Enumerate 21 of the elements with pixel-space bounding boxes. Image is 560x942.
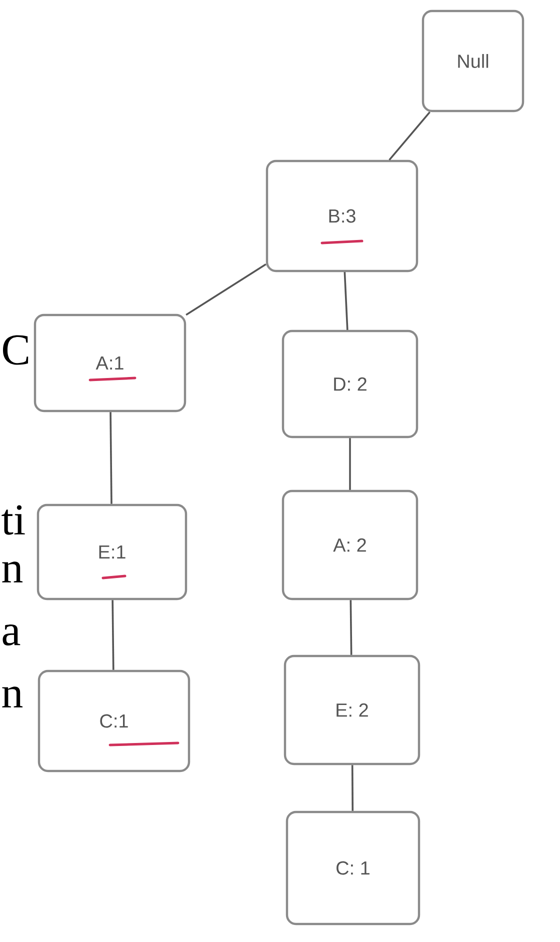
tree-node-box: E: 2 bbox=[284, 654, 420, 766]
connector-line bbox=[388, 112, 430, 160]
text-fragment: n bbox=[2, 686, 23, 708]
connector-line bbox=[349, 438, 351, 490]
tree-node-box: B:3 bbox=[266, 160, 418, 272]
tree-node-box: Null bbox=[422, 10, 524, 112]
connector-line bbox=[344, 272, 348, 330]
tree-node-box: D: 2 bbox=[282, 330, 418, 438]
tree-node-box: A:1 bbox=[34, 314, 186, 412]
tree-node-box: A: 2 bbox=[282, 490, 418, 600]
tree-node-box: E:1 bbox=[36, 504, 188, 600]
tree-node-box: C:1 bbox=[38, 670, 190, 772]
connector-line bbox=[110, 412, 112, 504]
text-fragment: n bbox=[2, 562, 23, 582]
connector-line bbox=[186, 263, 266, 316]
connector-line bbox=[112, 600, 114, 670]
text-fragment: ti bbox=[2, 505, 25, 535]
tree-node-box: C: 1 bbox=[286, 810, 420, 926]
connector-line bbox=[351, 765, 354, 811]
connector-line bbox=[350, 600, 352, 655]
text-fragment: a bbox=[2, 624, 20, 646]
